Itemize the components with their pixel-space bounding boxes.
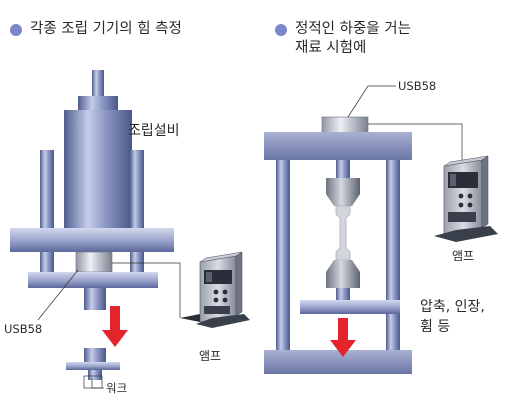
sensor-leader-line	[37, 269, 79, 321]
assembly-equipment-label: 조립설비	[128, 123, 180, 139]
right-heading-line1: 정적인 하중을 거는	[295, 21, 411, 37]
lower-grip	[326, 260, 360, 288]
amp-label-right: 앰프	[452, 249, 475, 263]
test-specimen	[335, 205, 351, 261]
left-post-lower	[40, 252, 54, 272]
top-collar	[78, 96, 118, 110]
top-shaft	[92, 70, 104, 96]
usb58-sensor-left	[75, 251, 113, 273]
top-crosshead	[264, 132, 412, 160]
amplifier-right-icon	[434, 155, 498, 242]
usb58-sensor-right	[321, 116, 369, 134]
work-bracket	[83, 375, 103, 389]
main-cylinder	[64, 110, 132, 232]
left-assembly-diagram	[10, 70, 181, 389]
load-arrow-left-icon	[102, 306, 128, 347]
upper-rod	[336, 160, 350, 178]
lower-shaft	[84, 288, 106, 310]
cable-to-amp-right	[368, 123, 463, 176]
amplifier-left-icon	[180, 251, 250, 328]
amp-label-left: 앰프	[199, 349, 222, 363]
right-guide-post	[130, 150, 144, 232]
cable-to-amp-left	[112, 262, 181, 318]
work-label: 워크	[106, 381, 128, 395]
upper-grip	[326, 178, 360, 206]
left-column	[276, 160, 290, 350]
sensor-leader-line-right	[347, 85, 369, 118]
right-heading-bullet-icon	[275, 24, 287, 36]
moving-crosshead	[300, 300, 400, 314]
work-piece	[66, 362, 120, 370]
work-stem	[88, 370, 102, 380]
left-guide-post	[40, 150, 54, 232]
usb58-label-right: USB58	[398, 79, 437, 93]
base-slab	[264, 350, 412, 374]
lower-plate	[28, 272, 158, 288]
right-column	[386, 160, 400, 350]
usb58-label-left: USB58	[4, 322, 43, 336]
right-test-frame-diagram	[264, 85, 463, 374]
left-heading-bullet-icon	[10, 24, 22, 36]
load-arrow-right-icon	[330, 318, 356, 357]
lower-shaft-tip	[84, 348, 106, 362]
upper-plate	[10, 228, 174, 252]
right-post-lower	[130, 252, 144, 272]
left-heading: 각종 조립 기기의 힘 측정	[30, 21, 182, 37]
lower-rod	[336, 288, 350, 302]
load-types-line1: 압축, 인장,	[420, 299, 485, 315]
load-types-line2: 휨 등	[420, 319, 451, 335]
right-heading-line2: 재료 시험에	[295, 40, 367, 56]
